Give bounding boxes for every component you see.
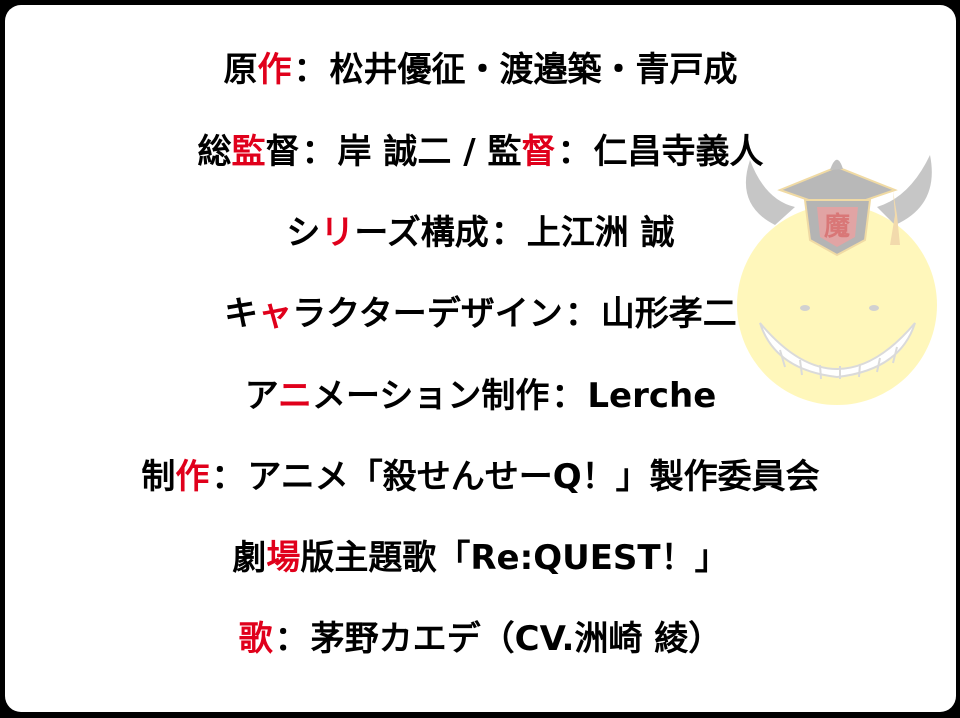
separator: ： (490, 213, 525, 253)
role-accent: 監 (231, 132, 266, 172)
credit-value: 「Re:QUEST！」 (436, 538, 729, 578)
separator: ： (557, 132, 592, 172)
role-label: 制 (141, 457, 176, 497)
separator: ： (301, 132, 336, 172)
credit-value: 仁昌寺義人 (593, 132, 764, 172)
credit-directors: 総監督：岸 誠二 / 監督：仁昌寺義人 (197, 132, 764, 172)
credit-original-work: 原作：松井優征・渡邉築・青戸成 (5, 50, 956, 90)
role-accent: 歌 (238, 619, 273, 659)
credit-character-design: キャラクターデザイン：山形孝二 (224, 294, 737, 334)
credits-list: 原作：松井優征・渡邉築・青戸成 総監督：岸 誠二 / 監督：仁昌寺義人 シリーズ… (5, 5, 956, 712)
credit-production: 制作：アニメ「殺せんせーQ！」製作委員会 (5, 457, 956, 497)
separator: ： (274, 619, 309, 659)
credit-theme-song: 劇場版主題歌「Re:QUEST！」 (232, 538, 729, 578)
role-accent: 場 (266, 538, 301, 578)
role-label: 監 (487, 132, 522, 172)
koro-sensei-mascot-icon: 魔 (737, 155, 937, 405)
role-label: ア (244, 376, 279, 416)
separator: ： (551, 376, 586, 416)
separator: ： (293, 50, 328, 90)
credit-value: アニメ「殺せんせーQ！」製作委員会 (247, 457, 820, 497)
credit-singer: 歌：茅野カエデ（CV.洲崎 綾） (5, 619, 956, 659)
separator: ： (564, 294, 599, 334)
credit-value: 上江洲 誠 (526, 213, 675, 253)
credit-value: 山形孝二 (600, 294, 737, 334)
role-accent: リ (320, 213, 355, 253)
role-label: キ (224, 294, 259, 334)
credit-value: 茅野カエデ（CV.洲崎 綾） (310, 619, 723, 659)
role-label: シ (286, 213, 321, 253)
role-label: 劇 (232, 538, 267, 578)
svg-text:魔: 魔 (824, 212, 850, 242)
credit-value: Lerche (587, 376, 717, 416)
role-label: 原 (223, 50, 258, 90)
credit-animation-production: アニメーション制作：Lerche (244, 376, 717, 416)
credits-panel: 魔 原作：松井優征・渡邉築・青戸成 総監督：岸 誠二 / 監督：仁昌寺義人 シリ… (5, 5, 956, 712)
role-accent: 作 (175, 457, 210, 497)
credit-value: 松井優征・渡邉築・青戸成 (329, 50, 738, 90)
credit-value: 岸 誠二 / (337, 132, 488, 172)
role-accent: ャ (258, 294, 293, 334)
role-accent: 督 (521, 132, 556, 172)
credit-series-composition: シリーズ構成：上江洲 誠 (286, 213, 675, 253)
role-label: 総 (197, 132, 232, 172)
separator: ： (211, 457, 246, 497)
role-accent: ニ (278, 376, 313, 416)
role-accent: 作 (257, 50, 292, 90)
